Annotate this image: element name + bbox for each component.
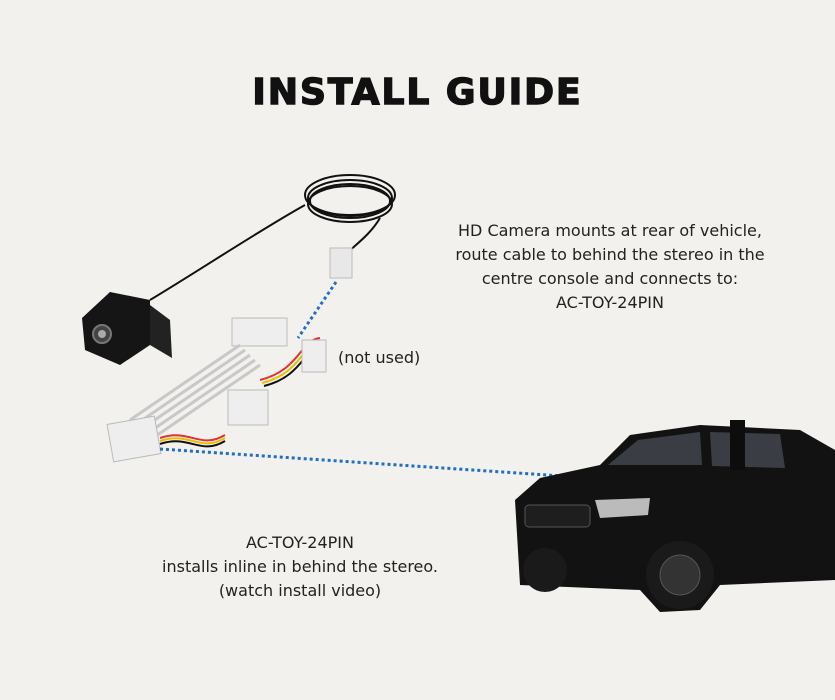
camera-note: HD Camera mounts at rear of vehicle, rou… bbox=[440, 219, 780, 315]
camera-note-line: centre console and connects to: bbox=[481, 269, 739, 288]
wiring-harness bbox=[106, 317, 327, 463]
harness-note-line: (watch install video) bbox=[218, 581, 382, 600]
harness-note-part-number: AC-TOY-24PIN bbox=[246, 533, 354, 552]
camera-note-line: route cable to behind the stereo in the bbox=[455, 245, 765, 264]
dotted-connection-camera bbox=[296, 281, 338, 339]
camera-note-part-number: AC-TOY-24PIN bbox=[556, 293, 664, 312]
camera bbox=[82, 292, 172, 365]
page-title: INSTALL GUIDE bbox=[252, 71, 583, 114]
not-used-label: (not used) bbox=[338, 348, 421, 367]
harness-note: AC-TOY-24PIN installs inline in behind t… bbox=[150, 531, 450, 603]
camera-note-line: HD Camera mounts at rear of vehicle, bbox=[458, 221, 762, 240]
camera-connector bbox=[329, 247, 353, 279]
dotted-connection-vehicle bbox=[159, 447, 593, 480]
harness-note-line: installs inline in behind the stereo. bbox=[162, 557, 438, 576]
vehicle-image bbox=[515, 420, 835, 612]
cable-coil bbox=[149, 174, 396, 301]
